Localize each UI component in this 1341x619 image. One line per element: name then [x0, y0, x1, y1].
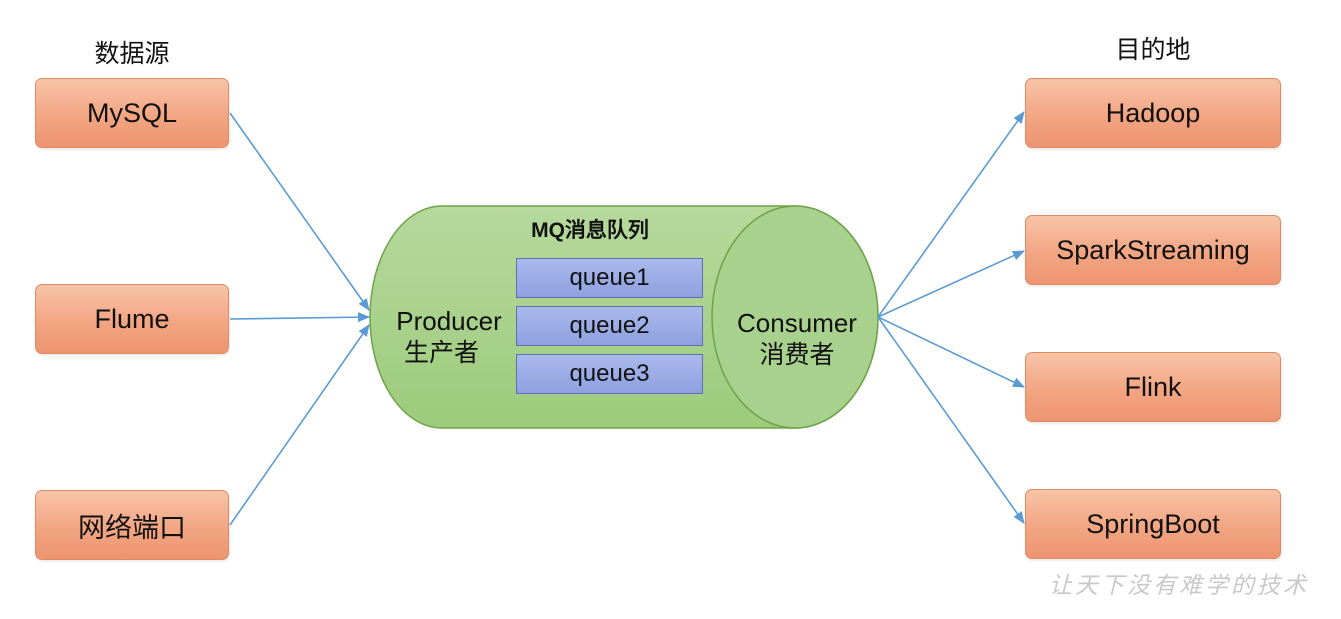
arrow-flume-to-producer [229, 312, 370, 323]
sources-title: 数据源 [94, 39, 170, 68]
producer-label-zh: 生产者 [404, 338, 480, 367]
arrow-consumer-to-springboot [877, 316, 1025, 524]
source-node-mysql: MySQL [35, 78, 229, 148]
consumer-label-en: Consumer [737, 308, 857, 338]
queue-box: queue3 [516, 354, 703, 394]
destinations-title: 目的地 [1115, 35, 1191, 64]
producer-label-en: Producer [396, 306, 502, 336]
arrow-port-to-producer [229, 324, 370, 526]
destination-node-springboot: SpringBoot [1025, 489, 1281, 559]
queue-box: queue2 [516, 306, 703, 346]
queue-box: queue1 [516, 258, 703, 298]
arrow-consumer-to-sparkstreaming [877, 250, 1025, 318]
arrow-mysql-to-producer [229, 112, 370, 311]
consumer-label-zh: 消费者 [759, 340, 835, 369]
destination-node-hadoop: Hadoop [1025, 78, 1281, 148]
arrow-consumer-to-hadoop [877, 111, 1025, 318]
consumer-label: Consumer 消费者 [722, 308, 872, 370]
producer-label: Producer 生产者 [384, 306, 514, 368]
source-node-flume: Flume [35, 284, 229, 354]
watermark: 让天下没有难学的技术 [1049, 573, 1309, 599]
destination-node-flink: Flink [1025, 352, 1281, 422]
mq-title: MQ消息队列 [531, 219, 649, 242]
destination-node-sparkstreaming: SparkStreaming [1025, 215, 1281, 285]
arrow-consumer-to-flink [877, 316, 1025, 388]
source-node-network-port: 网络端口 [35, 490, 229, 560]
